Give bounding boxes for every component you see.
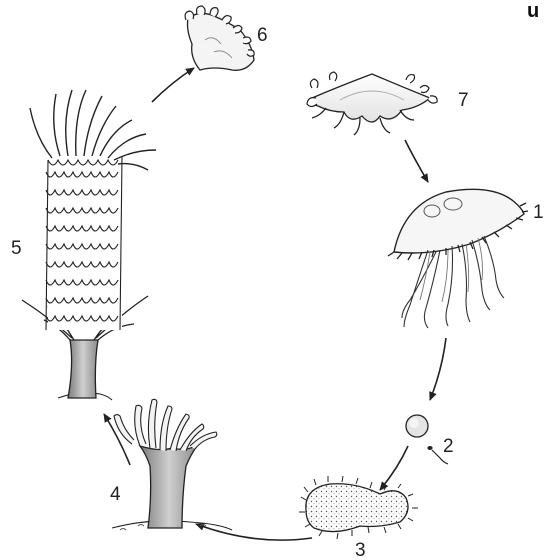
medusa-adult-drawing (388, 189, 528, 328)
stage-label-4: 4 (110, 484, 121, 505)
stage-label-2: 2 (443, 436, 454, 457)
planula-larva-drawing (299, 476, 418, 539)
stage-label-3: 3 (355, 540, 366, 560)
arrow-7-to-1 (405, 140, 428, 182)
ephyra-juvenile-drawing (307, 72, 437, 135)
strobila-drawing (22, 90, 156, 400)
ephyra-released-drawing (185, 6, 254, 70)
arrow-1-to-2 (430, 338, 446, 400)
arrow-3-to-4 (196, 524, 312, 540)
stage-label-6: 6 (257, 25, 268, 46)
stage-label-1: 1 (533, 202, 544, 223)
corner-mark: u (527, 0, 539, 22)
egg-and-sperm-drawing (406, 415, 448, 464)
stage-label-7: 7 (458, 90, 469, 111)
arrow-5-to-6 (152, 68, 194, 102)
arrow-2-to-3 (380, 446, 408, 490)
stage-label-5: 5 (11, 238, 22, 259)
